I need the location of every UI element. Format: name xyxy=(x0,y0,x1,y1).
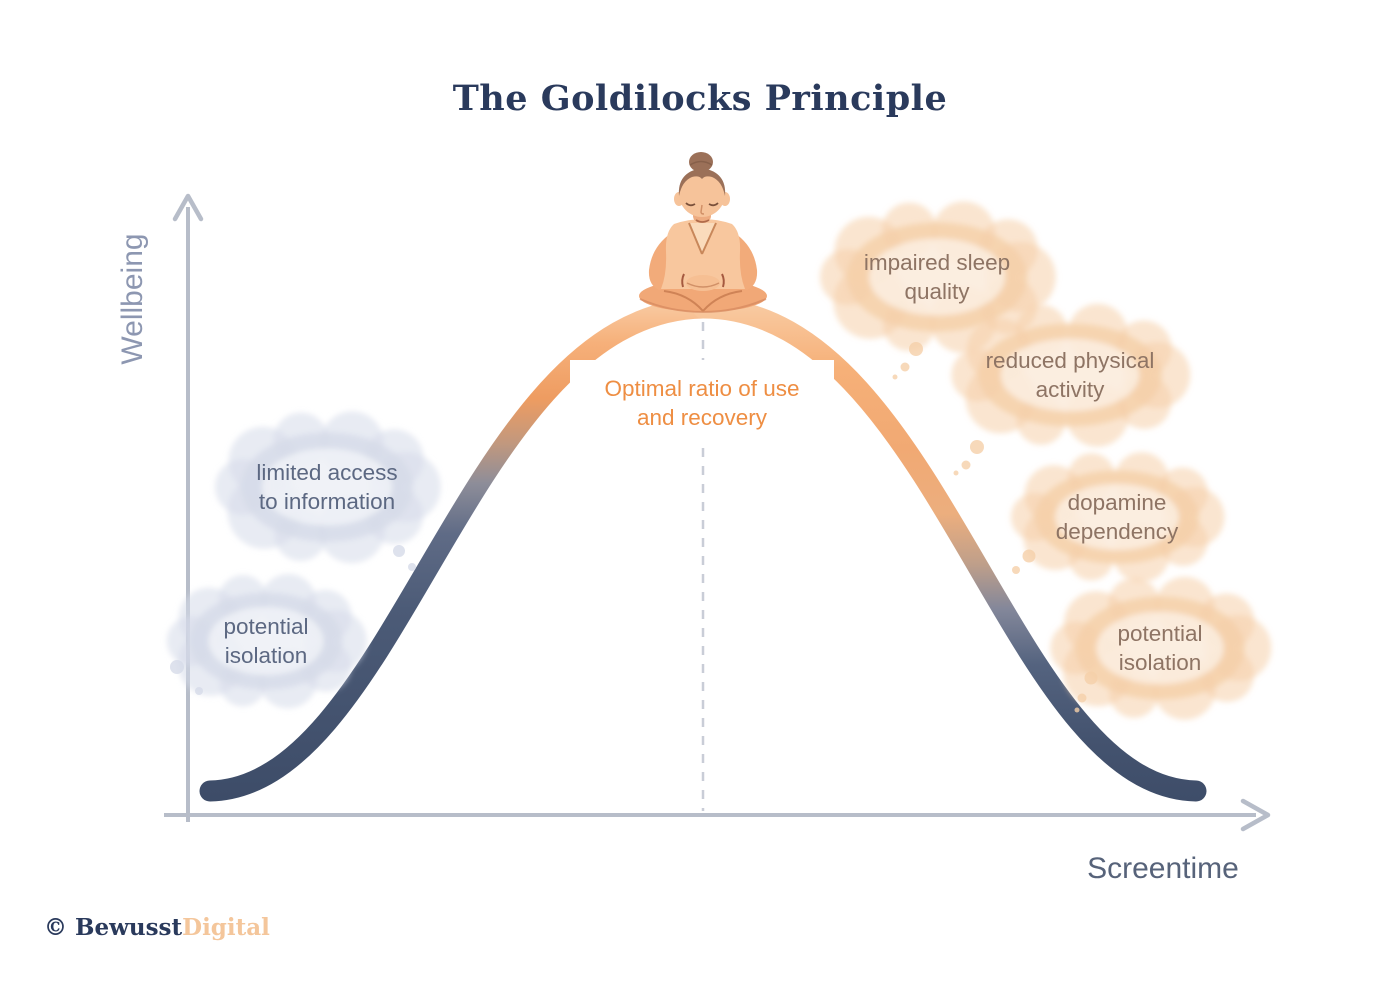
bell-curve-left-segment xyxy=(199,297,714,802)
y-axis xyxy=(172,193,204,822)
bubble-label-potential-isolation-right: potential isolation xyxy=(1117,621,1203,675)
x-axis-arrowhead-icon xyxy=(1240,798,1271,832)
thought-cloud-dopamine xyxy=(1011,452,1225,583)
y-axis-label: Wellbeing xyxy=(116,233,149,365)
bell-curve-right-segment xyxy=(692,297,1207,802)
thought-cloud-impaired-sleep xyxy=(820,201,1056,380)
x-axis-label: Screentime xyxy=(1087,852,1239,885)
brand-copyright: © Bewusst xyxy=(44,914,183,941)
y-axis-arrowhead-icon xyxy=(172,193,204,222)
bubble-label-reduced-activity: reduced physical activity xyxy=(985,348,1155,402)
brand-logo: © BewusstDigital xyxy=(44,914,270,941)
thought-cloud-reduced-activity xyxy=(951,303,1191,476)
brand-accent: Digital xyxy=(182,914,270,941)
bubble-label-limited-access: limited access to information xyxy=(256,460,398,514)
meditating-buddha-illustration xyxy=(639,152,767,314)
thought-cloud-limited-access xyxy=(215,411,441,571)
bubble-label-dopamine: dopamine dependency xyxy=(1055,490,1179,544)
bubble-label-impaired-sleep: impaired sleep quality xyxy=(863,250,1011,304)
thought-cloud-potential-isolation-right xyxy=(1050,576,1272,720)
bubble-label-potential-isolation-left: potential isolation xyxy=(223,614,309,668)
x-axis xyxy=(164,798,1271,832)
page-title: The Goldilocks Principle xyxy=(452,78,948,119)
optimal-ratio-label: Optimal ratio of use and recovery xyxy=(570,360,834,440)
thought-cloud-potential-isolation-left xyxy=(166,574,367,709)
